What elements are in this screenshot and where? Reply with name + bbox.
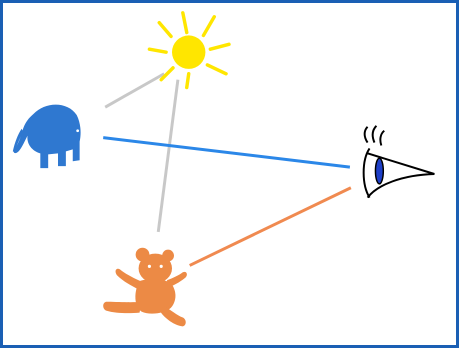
- edge-sun-elephant: [105, 74, 164, 107]
- edge-elephant-eye: [103, 138, 350, 167]
- elephant-icon: [13, 105, 81, 169]
- edge-sun-teddy-bear: [158, 80, 178, 232]
- edge-teddy-bear-eye: [190, 188, 351, 266]
- teddy-bear-icon: [103, 248, 187, 327]
- diagram-canvas: [3, 3, 456, 345]
- eye-icon: [364, 126, 435, 198]
